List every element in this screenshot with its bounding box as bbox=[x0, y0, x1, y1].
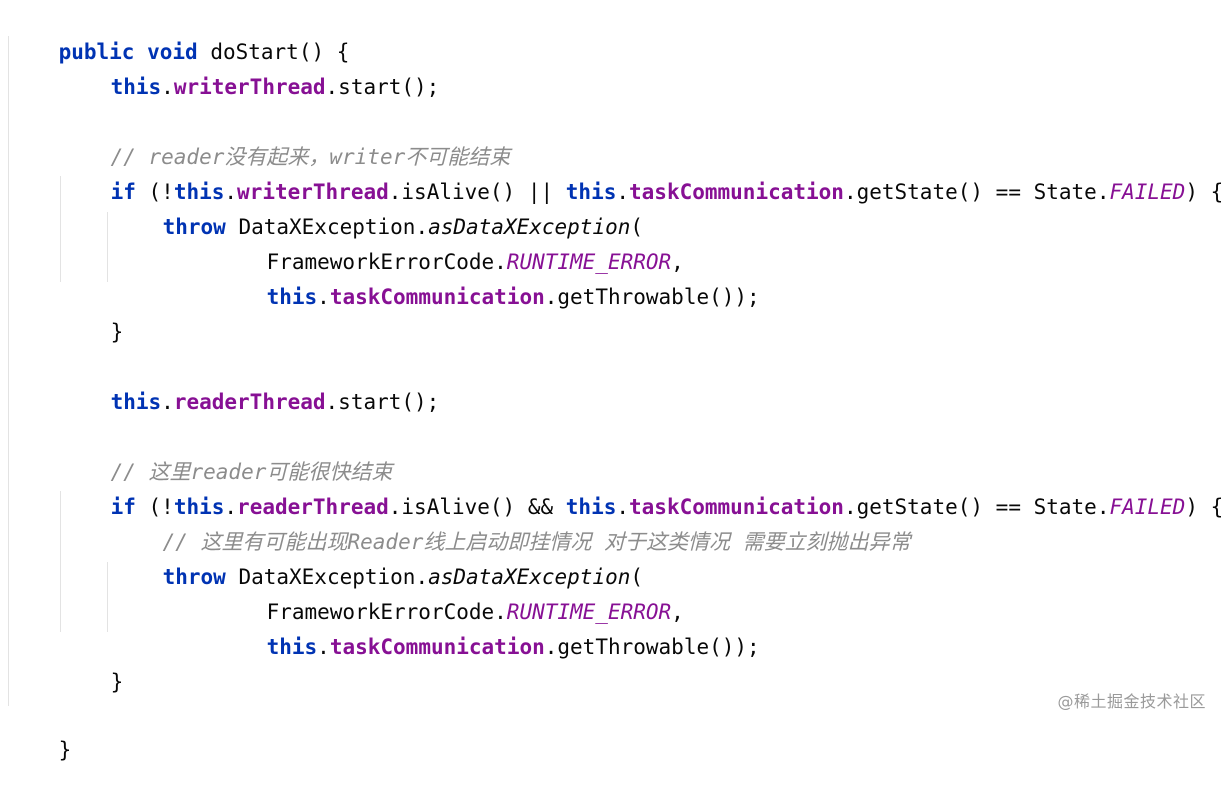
method-call: .getThrowable()); bbox=[544, 285, 760, 309]
code-line: } bbox=[8, 698, 72, 762]
code-text: .getState() == State. bbox=[843, 495, 1110, 519]
indent-guide bbox=[60, 176, 61, 282]
field-writer-thread: writerThread bbox=[237, 180, 389, 204]
field-writer-thread: writerThread bbox=[173, 75, 326, 99]
constant-runtime-error: RUNTIME_ERROR bbox=[506, 250, 672, 274]
keyword-public: public bbox=[58, 40, 135, 64]
method-call: .start(); bbox=[325, 75, 440, 99]
code-punct: , bbox=[671, 250, 684, 274]
code-line: } bbox=[60, 280, 124, 344]
code-line: this.taskCommunication.getThrowable()); bbox=[216, 245, 760, 309]
dot-operator: . bbox=[224, 495, 238, 519]
keyword-this: this bbox=[266, 285, 318, 309]
code-punct: ) { bbox=[1185, 180, 1224, 204]
code-line: throw DataXException.asDataXException( bbox=[112, 175, 643, 239]
field-task-communication: taskCommunication bbox=[629, 495, 844, 519]
code-line: throw DataXException.asDataXException( bbox=[112, 525, 643, 589]
code-line: FrameworkErrorCode.RUNTIME_ERROR, bbox=[216, 560, 684, 624]
static-method-call: asDataXException bbox=[428, 565, 631, 589]
code-comment: // 这里reader可能很快结束 bbox=[60, 420, 393, 484]
field-task-communication: taskCommunication bbox=[629, 180, 844, 204]
code-punct: (! bbox=[135, 495, 174, 519]
dot-operator: . bbox=[616, 495, 630, 519]
code-line: if (!this.readerThread.isAlive() && this… bbox=[60, 455, 1224, 519]
method-call: .start(); bbox=[325, 390, 440, 414]
constant-failed: FAILED bbox=[1109, 495, 1186, 519]
code-comment: // 这里有可能出现Reader线上启动即挂情况 对于这类情况 需要立刻抛出异常 bbox=[112, 490, 911, 554]
field-reader-thread: readerThread bbox=[237, 495, 389, 519]
dot-operator: . bbox=[317, 285, 330, 309]
comment-text: // 这里reader可能很快结束 bbox=[110, 460, 393, 484]
class-ref: FrameworkErrorCode. bbox=[266, 250, 507, 274]
class-ref: FrameworkErrorCode. bbox=[266, 600, 507, 624]
class-ref: DataXException. bbox=[225, 215, 429, 239]
dot-operator: . bbox=[161, 390, 174, 414]
static-method-call: asDataXException bbox=[428, 215, 631, 239]
closing-brace: } bbox=[58, 738, 72, 762]
closing-brace: } bbox=[110, 320, 124, 344]
keyword-this: this bbox=[110, 75, 162, 99]
closing-brace: } bbox=[110, 670, 124, 694]
keyword-this: this bbox=[565, 495, 617, 519]
indent-guide bbox=[107, 562, 108, 632]
code-comment: // reader没有起来，writer不可能结束 bbox=[60, 105, 511, 169]
field-task-communication: taskCommunication bbox=[329, 285, 545, 309]
keyword-this: this bbox=[266, 635, 318, 659]
keyword-if: if bbox=[110, 495, 136, 519]
dot-operator: . bbox=[161, 75, 174, 99]
code-line: } bbox=[60, 630, 124, 694]
dot-operator: . bbox=[317, 635, 330, 659]
code-line: this.writerThread.start(); bbox=[60, 35, 440, 99]
constant-failed: FAILED bbox=[1109, 180, 1186, 204]
keyword-this: this bbox=[565, 180, 617, 204]
code-punct: , bbox=[671, 600, 684, 624]
keyword-throw: throw bbox=[162, 565, 226, 589]
code-line: FrameworkErrorCode.RUNTIME_ERROR, bbox=[216, 210, 684, 274]
code-text: .getState() == State. bbox=[843, 180, 1110, 204]
keyword-this: this bbox=[173, 495, 225, 519]
code-editor[interactable]: public void doStart() { this.writerThrea… bbox=[0, 0, 1226, 762]
dot-operator: . bbox=[224, 180, 238, 204]
class-ref: DataXException. bbox=[225, 565, 429, 589]
comment-text: // reader没有起来，writer不可能结束 bbox=[110, 145, 511, 169]
keyword-this: this bbox=[173, 180, 225, 204]
keyword-this: this bbox=[110, 390, 162, 414]
indent-guide bbox=[107, 212, 108, 282]
constant-runtime-error: RUNTIME_ERROR bbox=[506, 600, 672, 624]
code-line: public void doStart() { bbox=[8, 0, 350, 64]
code-punct: ( bbox=[630, 215, 644, 239]
field-task-communication: taskCommunication bbox=[329, 635, 545, 659]
keyword-throw: throw bbox=[162, 215, 226, 239]
keyword-void: void bbox=[147, 40, 198, 64]
indent-guide bbox=[60, 491, 61, 632]
keyword-if: if bbox=[110, 180, 136, 204]
code-text: .isAlive() || bbox=[388, 180, 566, 204]
code-line: this.taskCommunication.getThrowable()); bbox=[216, 595, 760, 659]
code-line: this.readerThread.start(); bbox=[60, 350, 440, 414]
method-call: .getThrowable()); bbox=[544, 635, 760, 659]
comment-text: // 这里有可能出现Reader线上启动即挂情况 对于这类情况 需要立刻抛出异常 bbox=[162, 530, 911, 554]
indent-guide bbox=[8, 36, 9, 706]
dot-operator: . bbox=[616, 180, 630, 204]
code-line: if (!this.writerThread.isAlive() || this… bbox=[60, 140, 1224, 204]
code-text: .isAlive() && bbox=[388, 495, 566, 519]
field-reader-thread: readerThread bbox=[173, 390, 326, 414]
code-punct: ( bbox=[630, 565, 644, 589]
code-punct: (! bbox=[135, 180, 174, 204]
watermark: @稀土掘金技术社区 bbox=[1057, 692, 1206, 711]
code-punct: ) { bbox=[1185, 495, 1224, 519]
method-signature: doStart() { bbox=[210, 40, 350, 64]
